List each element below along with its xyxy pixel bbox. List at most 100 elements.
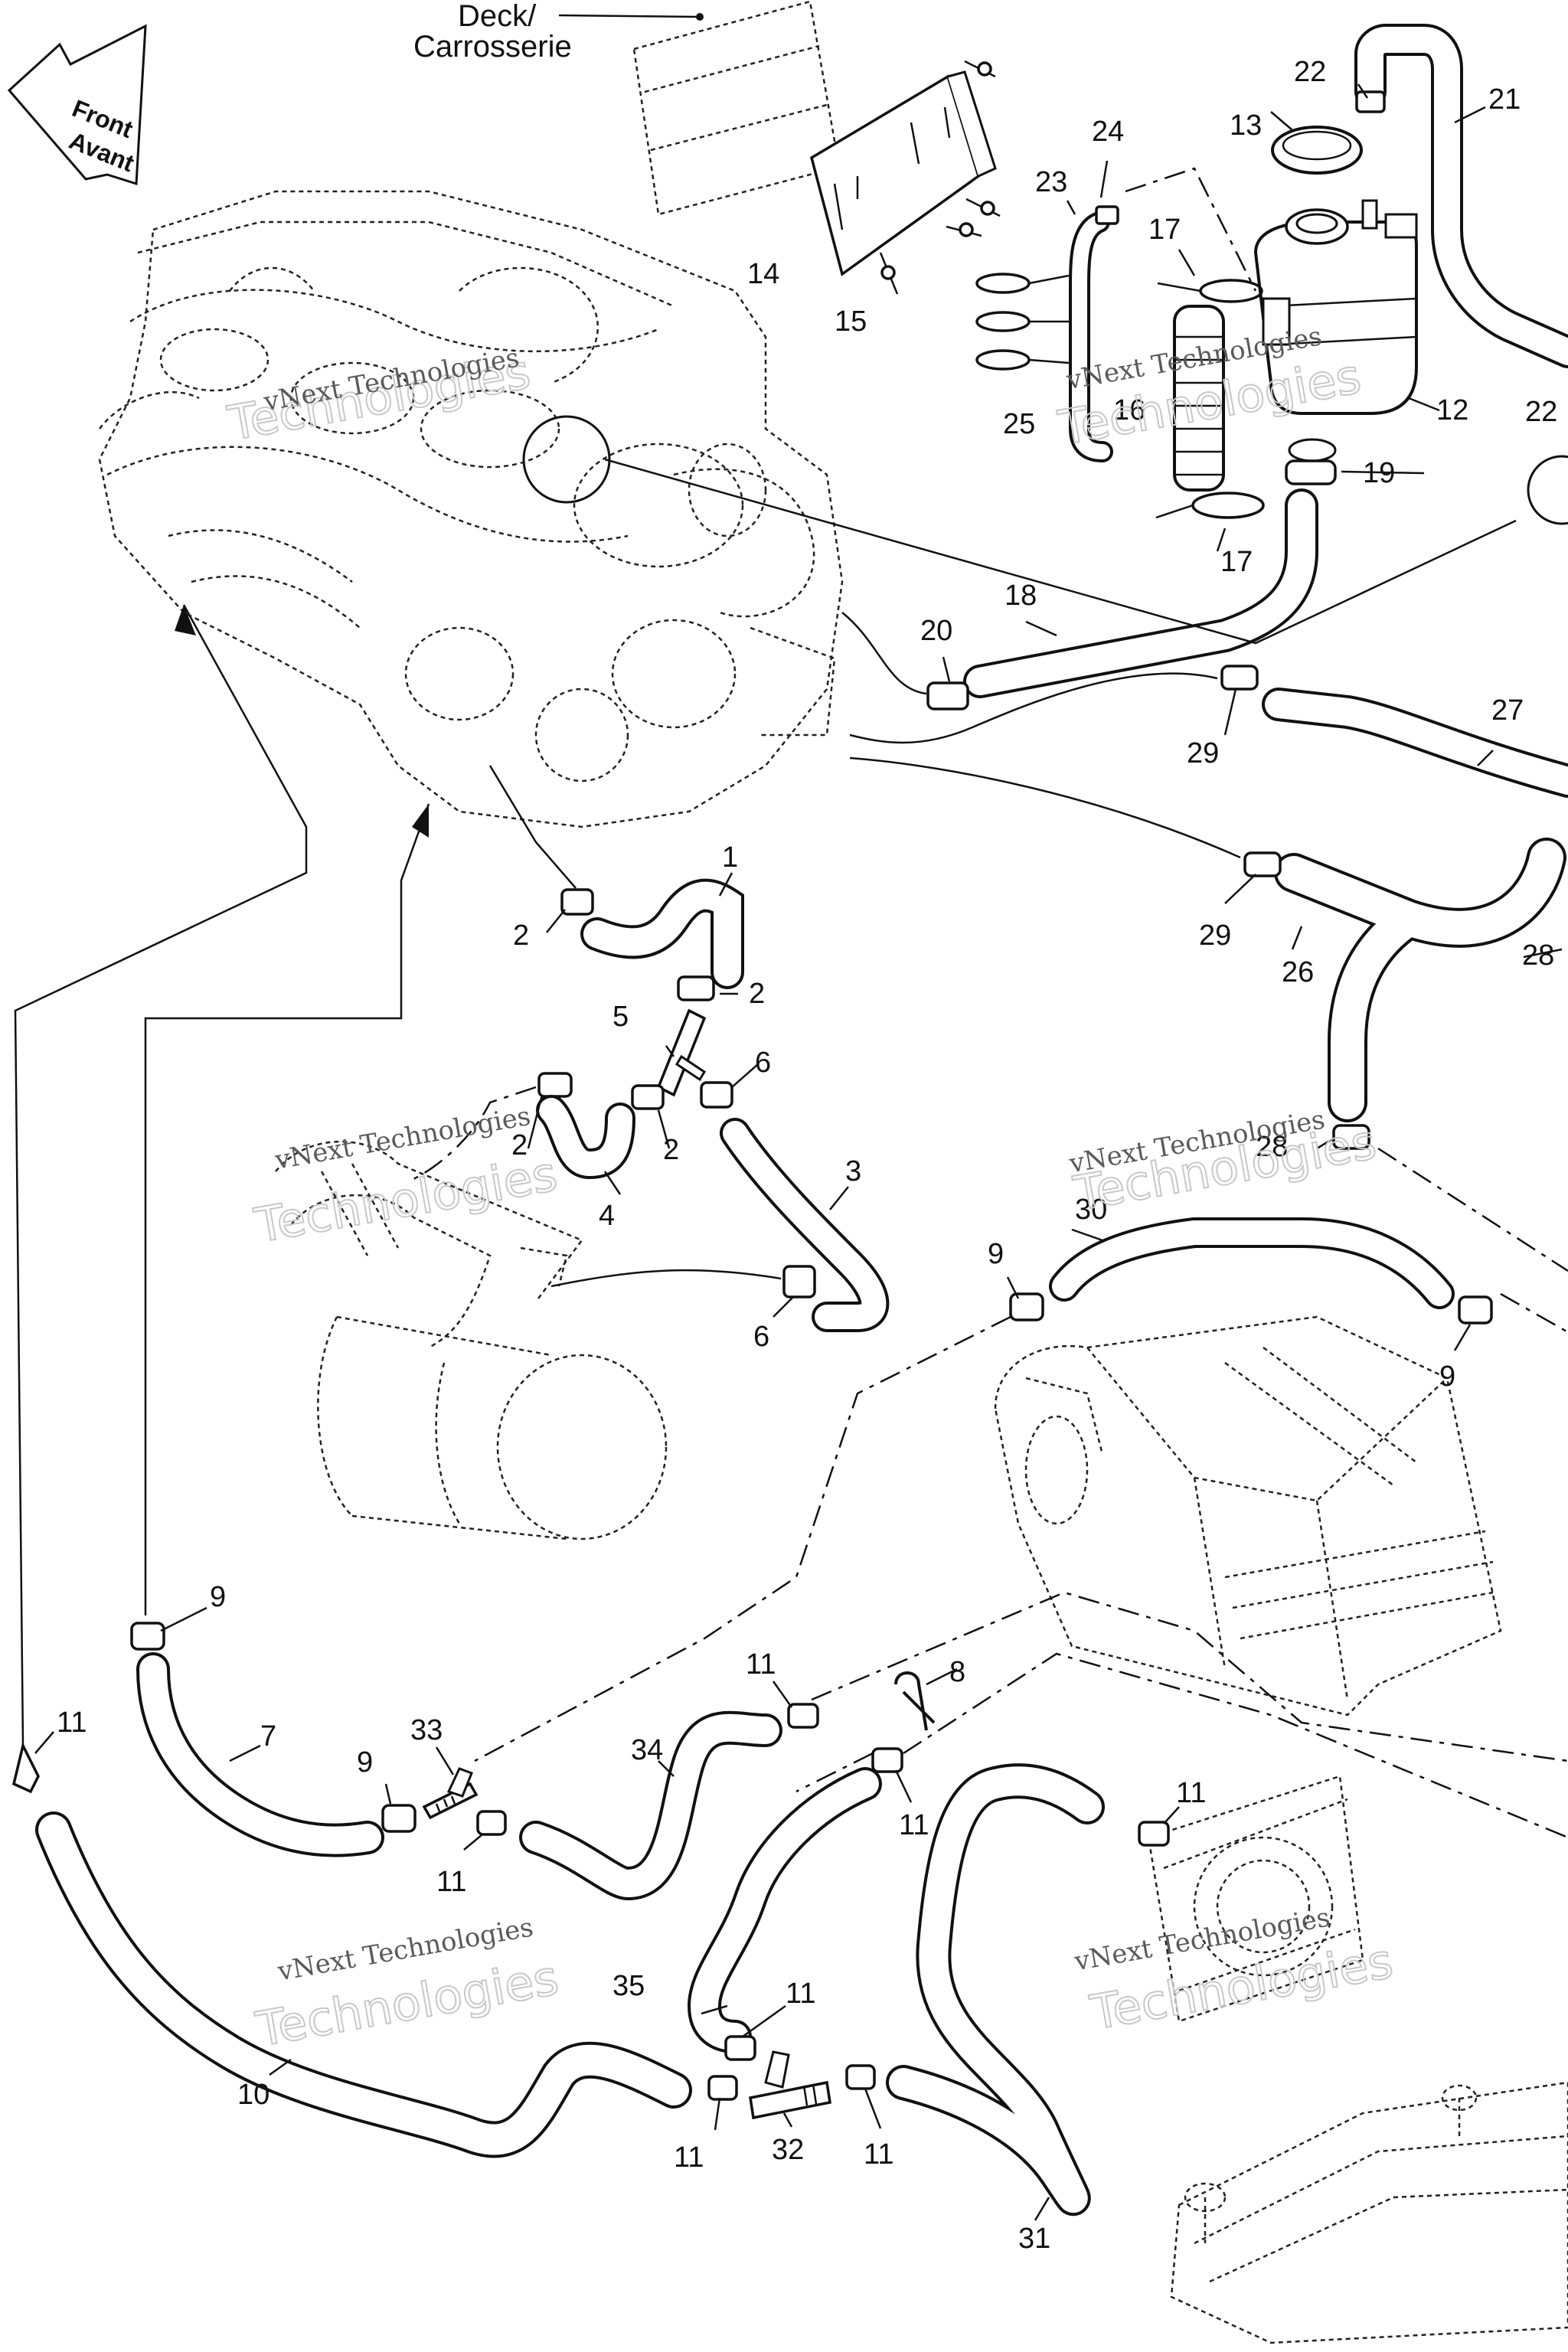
callout-9: 9 xyxy=(1439,1361,1455,1393)
callout-2: 2 xyxy=(513,920,529,952)
clamp-11g xyxy=(707,2075,738,2101)
callout-1: 1 xyxy=(722,841,738,874)
deck-leader-line xyxy=(558,14,699,18)
clamp-11a xyxy=(11,1741,40,1794)
callout-33: 33 xyxy=(410,1714,443,1746)
clamp-24 xyxy=(1095,205,1119,225)
clamp-2a xyxy=(560,888,594,916)
arrow-18-to-engine xyxy=(841,612,927,695)
callout-8: 8 xyxy=(949,1656,965,1688)
ride-plate xyxy=(1170,2081,1568,2344)
arrow-head-9 xyxy=(412,804,429,838)
callout-17: 17 xyxy=(1148,214,1181,246)
clamp-11i xyxy=(1138,1821,1170,1847)
insulation-sleeve xyxy=(1173,305,1225,492)
engine-assembly xyxy=(98,190,844,828)
callout-11: 11 xyxy=(786,1978,815,2010)
callout-10: 10 xyxy=(237,2079,270,2111)
hose-26 xyxy=(1274,838,1566,1122)
hose-31 xyxy=(886,1763,1105,2216)
callout-12: 12 xyxy=(1436,394,1468,426)
arrow-26-to-engine xyxy=(849,756,1241,859)
coolant-reservoir xyxy=(1253,199,1418,462)
callout-13: 13 xyxy=(1230,109,1262,142)
callout-18: 18 xyxy=(1004,580,1037,612)
clamp-11b xyxy=(476,1810,507,1836)
callout-11: 11 xyxy=(674,2141,704,2174)
push-pin-fasteners xyxy=(879,60,1001,295)
clamp-19 xyxy=(1285,459,1337,485)
callout-28: 28 xyxy=(1256,1131,1288,1163)
callout-7: 7 xyxy=(260,1720,276,1753)
callout-29: 29 xyxy=(1199,920,1231,952)
exhaust-flange xyxy=(1147,1775,1364,2023)
callout-22: 22 xyxy=(1294,56,1326,88)
hose-27 xyxy=(1262,688,1568,798)
hose-23 xyxy=(1069,211,1113,462)
hose-21 xyxy=(1354,24,1568,368)
callout-11: 11 xyxy=(899,1809,929,1841)
callout-11: 11 xyxy=(746,1648,776,1681)
dash-35-to-intercooler xyxy=(903,1652,1568,1839)
clamp-20 xyxy=(926,681,969,710)
callout-23: 23 xyxy=(1035,166,1067,198)
hose-3 xyxy=(720,1118,890,1332)
callout-9: 9 xyxy=(988,1238,1004,1270)
callout-30: 30 xyxy=(1075,1194,1107,1226)
leader-1-to-engine xyxy=(488,765,577,889)
clamp-9d xyxy=(381,1804,416,1833)
callout-17: 17 xyxy=(1220,546,1253,578)
callout-26: 26 xyxy=(1282,956,1314,988)
callout-22: 22 xyxy=(1525,396,1557,428)
clamp-2c xyxy=(631,1084,665,1110)
callout-31: 31 xyxy=(1018,2223,1050,2255)
callout-29: 29 xyxy=(1187,737,1219,769)
clamp-29a xyxy=(1220,665,1259,691)
tee-fitting-33 xyxy=(422,1767,479,1820)
callout-11: 11 xyxy=(1176,1777,1206,1809)
clamp-11d xyxy=(787,1703,819,1729)
callout-15: 15 xyxy=(835,305,867,338)
clamp-9a xyxy=(1009,1292,1044,1321)
callout-28: 28 xyxy=(1522,939,1554,972)
clip-8 xyxy=(894,1671,936,1731)
clamp-2d xyxy=(537,1072,573,1098)
callout-27: 27 xyxy=(1491,694,1524,727)
callout-20: 20 xyxy=(920,615,952,647)
callout-2: 2 xyxy=(511,1129,528,1161)
clamp-11f xyxy=(724,2035,756,2061)
deck-label: Deck/ xyxy=(458,0,537,33)
mounting-bracket xyxy=(809,70,997,276)
deck-panel xyxy=(632,0,841,216)
callout-21: 21 xyxy=(1488,83,1521,116)
clamp-6a xyxy=(700,1081,733,1109)
dash-11e xyxy=(795,1752,874,1793)
hose-1 xyxy=(580,878,744,989)
hose-7 xyxy=(136,1652,384,1857)
clamp-28b xyxy=(1332,1124,1370,1150)
leader-13 xyxy=(1270,111,1293,131)
hose-30 xyxy=(1049,1217,1455,1309)
clamp-22a xyxy=(1355,90,1386,113)
callout-3: 3 xyxy=(845,1155,861,1187)
line-9-to-engine xyxy=(144,803,430,1615)
line-10-to-engine xyxy=(14,604,308,1746)
cable-ties xyxy=(1155,279,1265,519)
tee-fitting-32 xyxy=(749,2050,831,2120)
clamps-25 xyxy=(975,273,1070,371)
callout-4: 4 xyxy=(599,1200,615,1232)
leader-engine-to-22 xyxy=(604,458,1517,645)
callout-35: 35 xyxy=(612,1970,645,2002)
callout-6: 6 xyxy=(755,1047,771,1079)
callout-9: 9 xyxy=(210,1581,226,1613)
clamp-29b xyxy=(1243,851,1282,877)
hose-10 xyxy=(35,1811,692,2158)
hose-18 xyxy=(963,488,1318,698)
callout-9: 9 xyxy=(357,1746,373,1779)
callout-leaders xyxy=(34,83,1563,2221)
clamp-9c xyxy=(130,1622,165,1651)
hose-34 xyxy=(519,1710,782,1901)
callout-2: 2 xyxy=(749,978,765,1010)
callout-14: 14 xyxy=(747,258,779,290)
callout-19: 19 xyxy=(1363,457,1395,489)
